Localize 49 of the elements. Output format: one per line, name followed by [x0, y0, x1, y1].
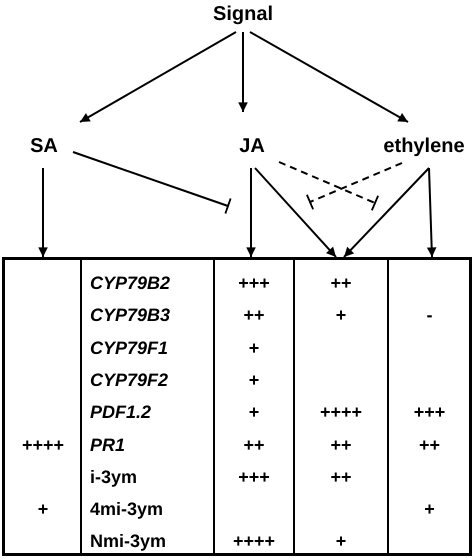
rating-text: +	[36, 498, 50, 520]
gene-name: PR1	[90, 434, 126, 456]
rating-text: ++	[242, 304, 266, 326]
arrow	[80, 31, 236, 123]
rating-text: ++++	[318, 401, 364, 424]
node-label: SA	[30, 134, 58, 158]
node-label: JA	[239, 134, 265, 158]
rating-text: +	[423, 498, 436, 520]
rating-text: +	[248, 368, 260, 391]
rating-text: +++	[237, 272, 271, 294]
arrow	[238, 32, 248, 112]
gene-name: CYP79B2	[90, 272, 170, 294]
node-label: Signal	[212, 2, 273, 26]
table-column	[2, 257, 82, 556]
rating-text: ++	[418, 434, 442, 456]
gene-name: Nmi-3ym	[90, 530, 166, 552]
rating-text: ++++	[232, 530, 276, 552]
gene-name: i-3ym	[90, 466, 138, 488]
rating-text: ++	[329, 466, 353, 488]
gene-name: CYP79F1	[90, 336, 168, 359]
dashed-inhibition-line	[278, 161, 380, 212]
rating-text: +	[334, 304, 348, 326]
rating-text: ++	[329, 272, 353, 294]
inhibition-line	[72, 151, 232, 215]
rating-text: +++	[412, 401, 446, 424]
gene-name: CYP79B3	[90, 304, 170, 326]
arrow	[38, 168, 48, 257]
gene-name: 4mi-3ym	[90, 498, 164, 520]
gene-name: CYP79F2	[90, 368, 168, 391]
rating-text: -	[426, 304, 434, 326]
node-label: ethylene	[383, 134, 465, 158]
arrow	[343, 167, 430, 258]
table-column	[213, 257, 295, 556]
rating-text: ++	[329, 434, 353, 456]
arrow	[246, 168, 256, 257]
rating-text: +	[248, 336, 260, 359]
rating-text: +	[334, 530, 348, 552]
table-column	[80, 257, 215, 556]
table-column	[387, 257, 472, 556]
rating-text: +++	[237, 466, 271, 488]
rating-text: ++++	[20, 434, 66, 456]
rating-text: +	[248, 401, 260, 424]
rating-text: ++	[242, 434, 266, 456]
arrow	[254, 167, 337, 258]
dashed-inhibition-line	[306, 162, 402, 210]
arrow	[426, 168, 436, 258]
table-column	[293, 257, 389, 556]
arrow	[250, 31, 408, 123]
gene-name: PDF1.2	[90, 401, 152, 424]
